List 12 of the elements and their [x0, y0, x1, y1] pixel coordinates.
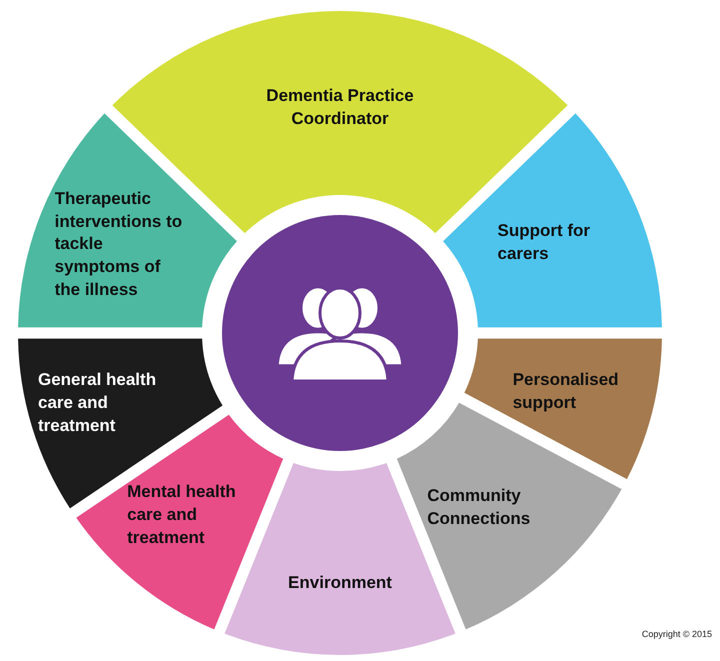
segment-label: Dementia Practice Coordinator [265, 85, 415, 130]
wheel-segment [443, 113, 662, 328]
segment-label: General health care and treatment [38, 368, 158, 437]
segment-label: Community Connections [427, 484, 532, 530]
segment-label: Personalised support [512, 369, 620, 414]
segment-label: Therapeutic interventions to tackle symptoms of the illness [54, 188, 184, 302]
copyright-note: Copyright © 2015 [642, 629, 712, 639]
segment-label: Environment [288, 572, 392, 594]
segment-label: Support for carers [498, 220, 592, 266]
wheel-segment [18, 113, 237, 328]
wheel-segment [464, 338, 662, 480]
segment-label: Mental health care and treatment [127, 481, 237, 550]
